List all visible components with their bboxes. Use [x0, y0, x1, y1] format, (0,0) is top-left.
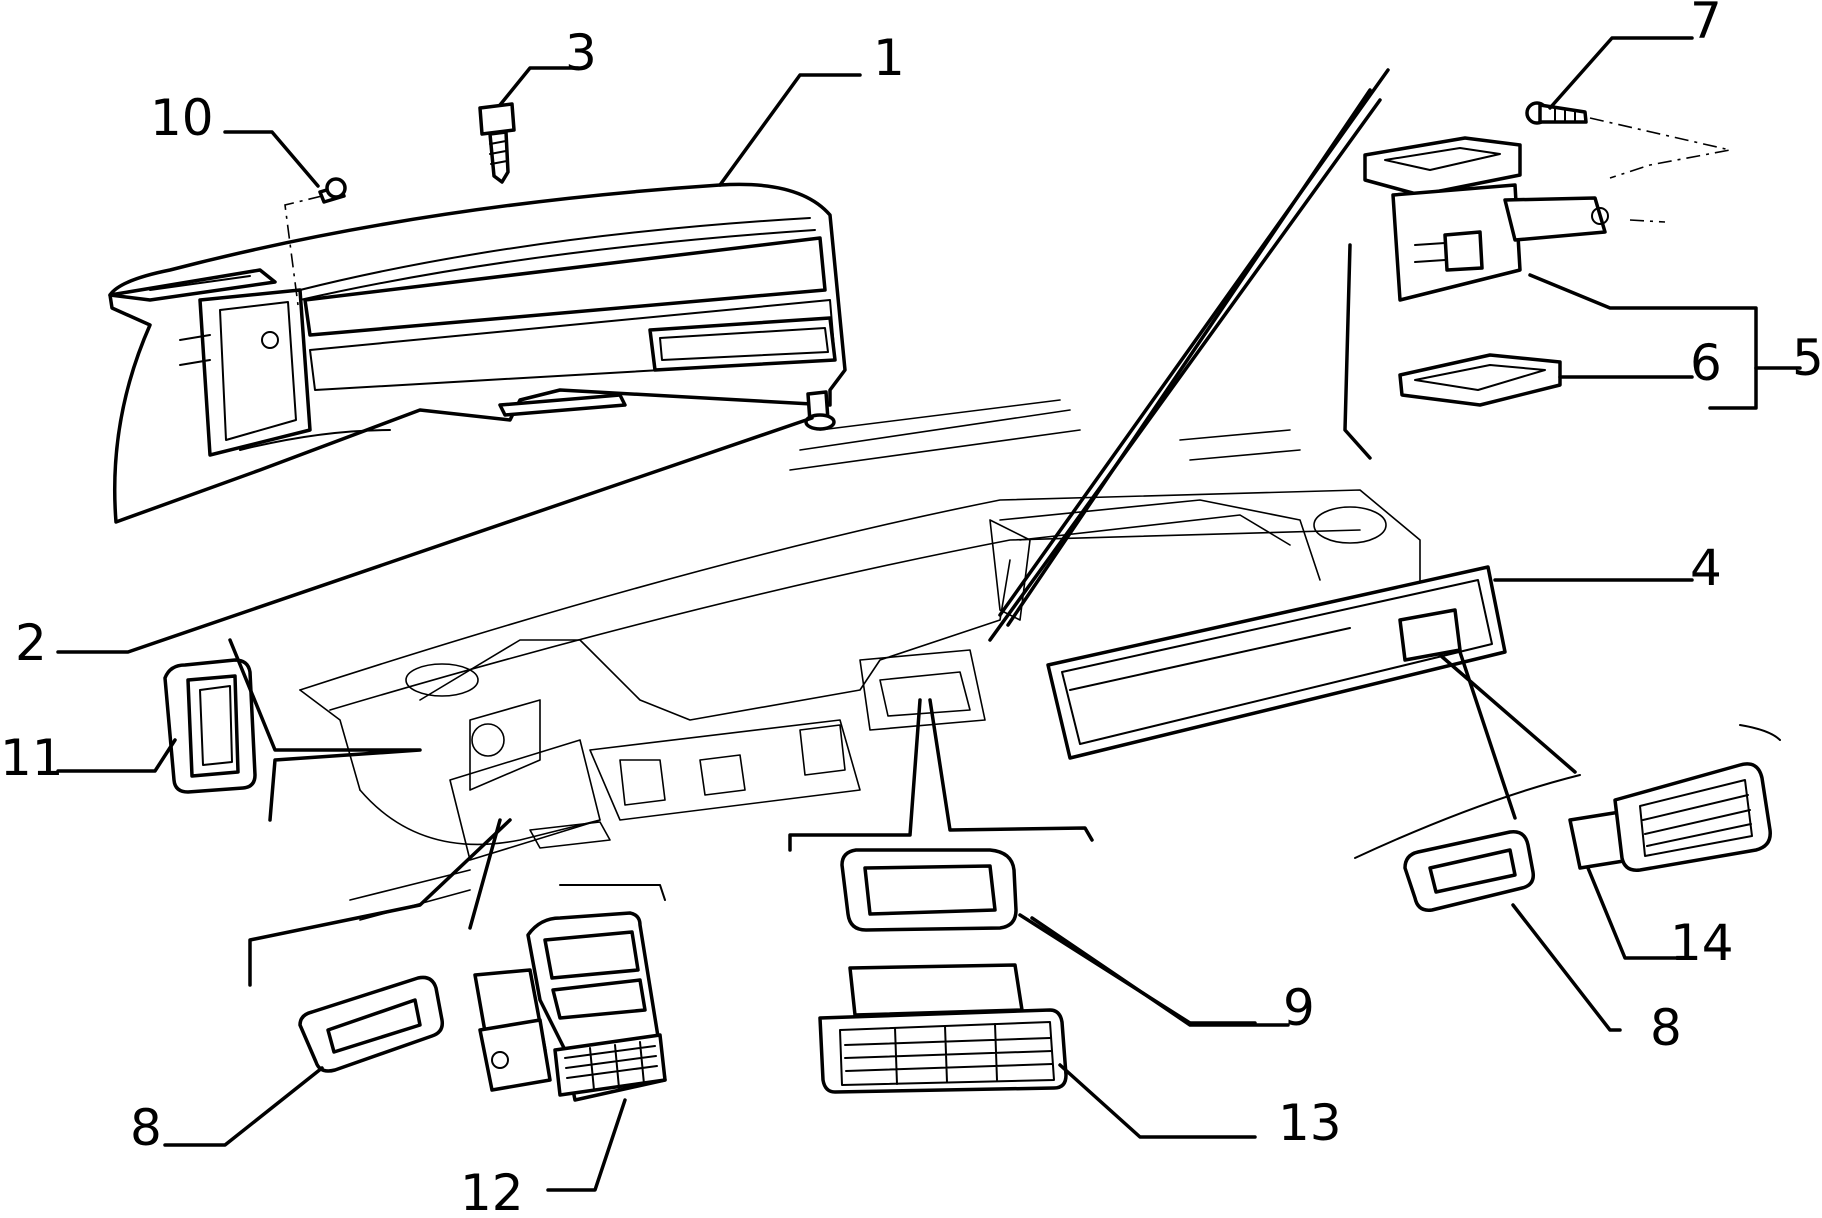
vent-bezel-11	[163, 658, 257, 794]
callout-4: 4	[1690, 539, 1722, 597]
callout-2: 2	[15, 614, 47, 672]
center-vent-13	[818, 963, 1068, 1094]
center-console-12	[473, 911, 667, 1102]
callout-9: 9	[1283, 979, 1315, 1037]
callout-5: 5	[1792, 329, 1822, 387]
callout-3: 3	[565, 24, 597, 82]
vent-bezel-8-left	[298, 975, 445, 1073]
vent-housing-5	[1363, 136, 1609, 302]
callout-11: 11	[0, 729, 64, 787]
callout-13: 13	[1278, 1094, 1342, 1152]
screw-7	[1525, 101, 1588, 125]
callout-12: 12	[460, 1164, 524, 1218]
callout-8-left: 8	[130, 1099, 162, 1157]
callout-7: 7	[1690, 0, 1722, 50]
callout-6: 6	[1690, 334, 1722, 392]
callout-1: 1	[873, 29, 905, 87]
vent-bezel-8-right	[1403, 830, 1536, 912]
side-vent-14	[1568, 762, 1772, 872]
callout-14: 14	[1670, 914, 1734, 972]
screw-10	[318, 177, 347, 204]
bolt-3	[478, 102, 516, 184]
vent-bezel-9	[840, 848, 1018, 932]
upper-dashboard-cover	[108, 182, 847, 524]
glovebox-panel-4	[1046, 565, 1507, 760]
leader-lines	[56, 36, 1802, 1192]
callout-10: 10	[150, 89, 214, 147]
callout-8-right: 8	[1650, 999, 1682, 1057]
vent-grille-6	[1398, 353, 1562, 407]
